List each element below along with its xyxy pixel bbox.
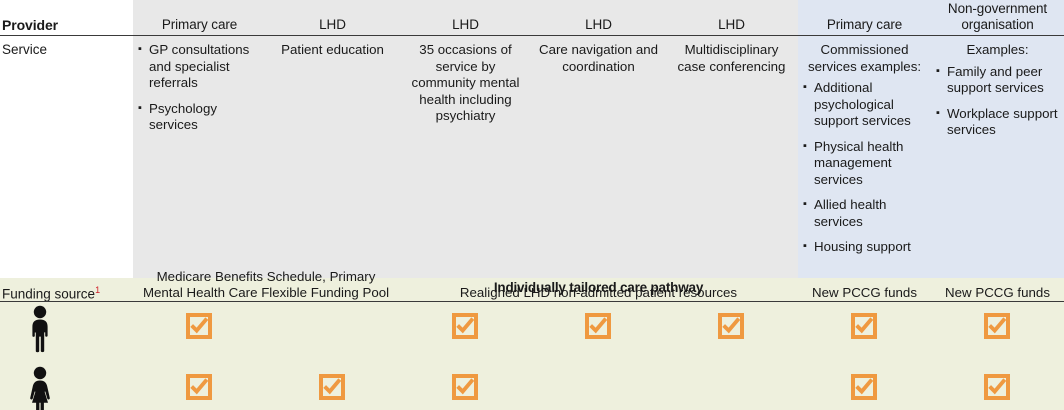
header-divider-rule — [0, 35, 1064, 36]
service-cell-6: Commissioned services examples: Addition… — [798, 36, 931, 269]
service-cell-4: Care navigation and coordination — [538, 42, 659, 74]
column-header-3: LHD — [452, 17, 479, 32]
list-item: Allied health services — [803, 196, 926, 230]
pathway-banner-label: Individually tailored care pathway — [493, 280, 704, 295]
service-cell-3: 35 occasions of service by community men… — [411, 42, 520, 123]
service-cell-1: GP consultations and specialist referral… — [133, 36, 266, 147]
female-figure-icon — [24, 366, 56, 410]
green-background-band — [0, 278, 1064, 410]
list-item: Physical health management services — [803, 138, 926, 189]
column-header-1: Primary care — [161, 17, 238, 32]
column-header-4: LHD — [585, 17, 612, 32]
service-bullet-list-7: Family and peer support services Workpla… — [936, 63, 1059, 139]
checkbox-male-col6[interactable] — [851, 313, 877, 339]
checkbox-male-col3[interactable] — [452, 313, 478, 339]
checkbox-male-col7[interactable] — [984, 313, 1010, 339]
funding-source-label: Funding source — [2, 286, 96, 302]
pathway-divider-rule — [0, 301, 1064, 302]
list-item: Workplace support services — [936, 105, 1059, 139]
checkbox-female-col7[interactable] — [984, 374, 1010, 400]
checkbox-female-col3[interactable] — [452, 374, 478, 400]
list-item: Additional psychological support service… — [803, 79, 926, 130]
column-header-2: LHD — [319, 17, 346, 32]
checkbox-female-col1[interactable] — [186, 374, 212, 400]
checkbox-male-col1[interactable] — [186, 313, 212, 339]
service-cell-2: Patient education — [281, 42, 384, 57]
checkbox-male-col4[interactable] — [585, 313, 611, 339]
service-bullet-list-1: GP consultations and specialist referral… — [138, 41, 261, 134]
row-header-provider: Provider — [2, 17, 58, 33]
funding-cell-1: Medicare Benefits Schedule, Primary Ment… — [142, 268, 390, 301]
column-header-7: Non-government organisation — [947, 1, 1048, 32]
checkbox-male-col5[interactable] — [718, 313, 744, 339]
column-header-5: LHD — [718, 17, 745, 32]
row-header-service: Service — [2, 42, 48, 57]
service-lead-6: Commissioned services examples: — [807, 42, 922, 74]
column-header-6: Primary care — [826, 17, 903, 32]
checkbox-female-col2[interactable] — [319, 374, 345, 400]
funding-cell-3: New PCCG funds — [812, 285, 917, 300]
list-item: GP consultations and specialist referral… — [138, 41, 261, 92]
provider-service-table: Provider Primary care LHD LHD LHD LHD Pr… — [0, 0, 1064, 278]
list-item: Housing support — [803, 238, 926, 256]
service-bullet-list-6: Additional psychological support service… — [803, 79, 926, 256]
funding-cell-4: New PCCG funds — [945, 285, 1050, 300]
service-cell-5: Multidisciplinary case conferencing — [677, 42, 786, 74]
funding-source-footnote-marker: 1 — [95, 285, 101, 295]
service-lead-7: Examples: — [966, 42, 1029, 57]
list-item: Family and peer support services — [936, 63, 1059, 97]
checkbox-female-col6[interactable] — [851, 374, 877, 400]
row-header-funding-source: Funding source1 — [0, 279, 133, 312]
male-figure-icon — [24, 305, 56, 353]
list-item: Psychology services — [138, 100, 261, 134]
service-cell-7: Examples: Family and peer support servic… — [931, 36, 1064, 152]
funding-cell-2: Realigned LHD non-admitted patient resou… — [459, 285, 738, 300]
